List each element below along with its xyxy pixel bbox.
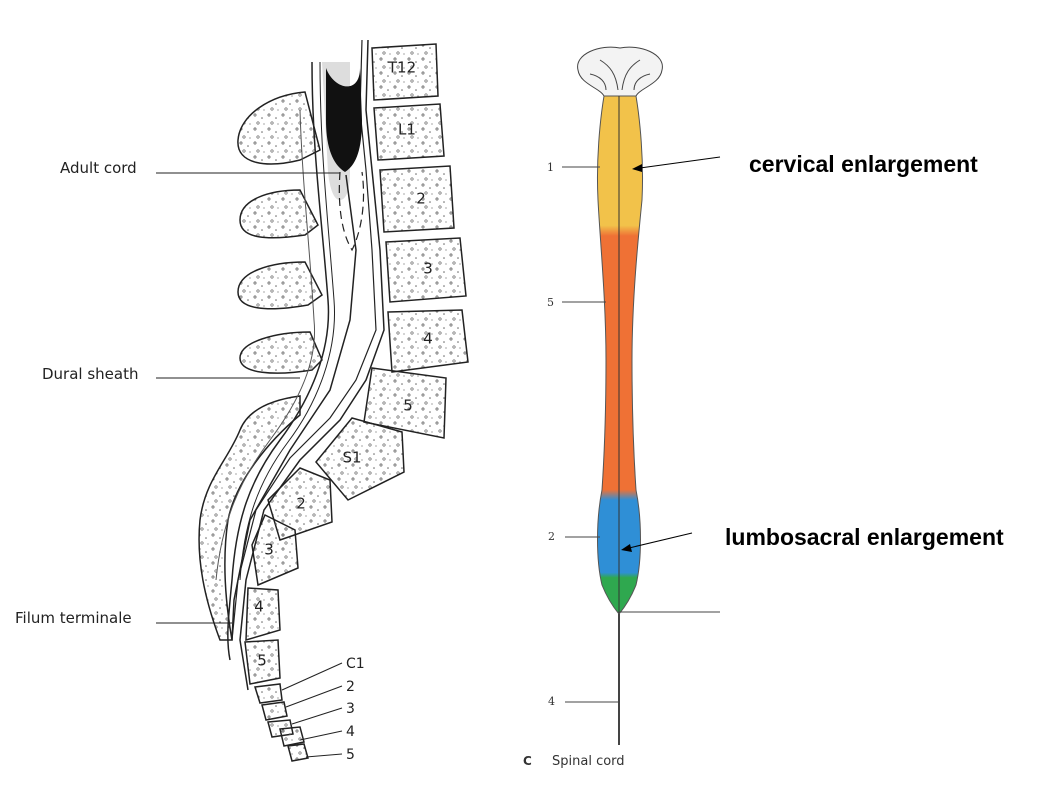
vertebral-bodies <box>244 43 469 762</box>
vertebra-label-s3: 3 <box>264 541 274 559</box>
coccyx-leaders <box>281 662 343 758</box>
vertebra-label-s4: 4 <box>254 598 264 616</box>
cord-dashed-outline <box>338 171 365 252</box>
coccyx-label-4: 4 <box>346 724 355 740</box>
label-filum-terminale: Filum terminale <box>15 609 132 627</box>
label-adult-cord: Adult cord <box>60 159 137 177</box>
filum-terminale-line <box>231 174 357 641</box>
lumbosacral-enlargement-label: lumbosacral enlargement <box>725 524 1004 550</box>
vertebra-label-l3: 3 <box>423 260 433 278</box>
spinous-processes <box>198 91 323 641</box>
adult-cord <box>326 68 362 172</box>
canal-inner-wall <box>231 39 377 641</box>
coccyx-label-3: 3 <box>346 701 355 717</box>
right-spinal-cord-figure: 1 5 2 4 cervical enlargement lumbosacral… <box>523 46 1004 769</box>
vertebra-label-l5: 5 <box>403 397 413 415</box>
vertebra-label-l2: 2 <box>416 190 426 208</box>
brainstem <box>577 46 663 97</box>
left-sagittal-figure: Adult cord Dural sheath Filum terminale … <box>15 39 469 763</box>
segment-mark-2: 2 <box>548 530 555 543</box>
vertebra-label-t12: T12 <box>387 59 416 77</box>
vertebra-label-s1: S1 <box>342 449 361 467</box>
vertebra-label-l4: 4 <box>423 330 433 348</box>
vertebra-label-s5: 5 <box>257 652 267 670</box>
vertebra-label-l1: L1 <box>398 121 416 139</box>
annotation-arrows <box>621 156 721 552</box>
vertebra-label-s2: 2 <box>296 495 306 513</box>
caption-letter: C <box>523 754 532 768</box>
label-dural-sheath: Dural sheath <box>42 365 138 383</box>
dural-sheath-inner <box>239 61 336 581</box>
segment-mark-5: 5 <box>547 296 554 309</box>
coccyx-label-c1: C1 <box>346 656 365 672</box>
cervical-enlargement-label: cervical enlargement <box>749 151 978 177</box>
segment-mark-4: 4 <box>548 695 555 708</box>
ligament-line <box>215 109 316 581</box>
spinal-cord-body <box>596 95 644 615</box>
segment-mark-1: 1 <box>547 161 554 174</box>
caption-spinal-cord: Spinal cord <box>552 754 625 769</box>
dural-sheath <box>227 61 330 661</box>
segment-leaders <box>562 166 720 703</box>
canal-anterior-wall <box>239 39 385 691</box>
coccyx-label-5: 5 <box>346 747 355 763</box>
coccyx-label-2: 2 <box>346 679 355 695</box>
